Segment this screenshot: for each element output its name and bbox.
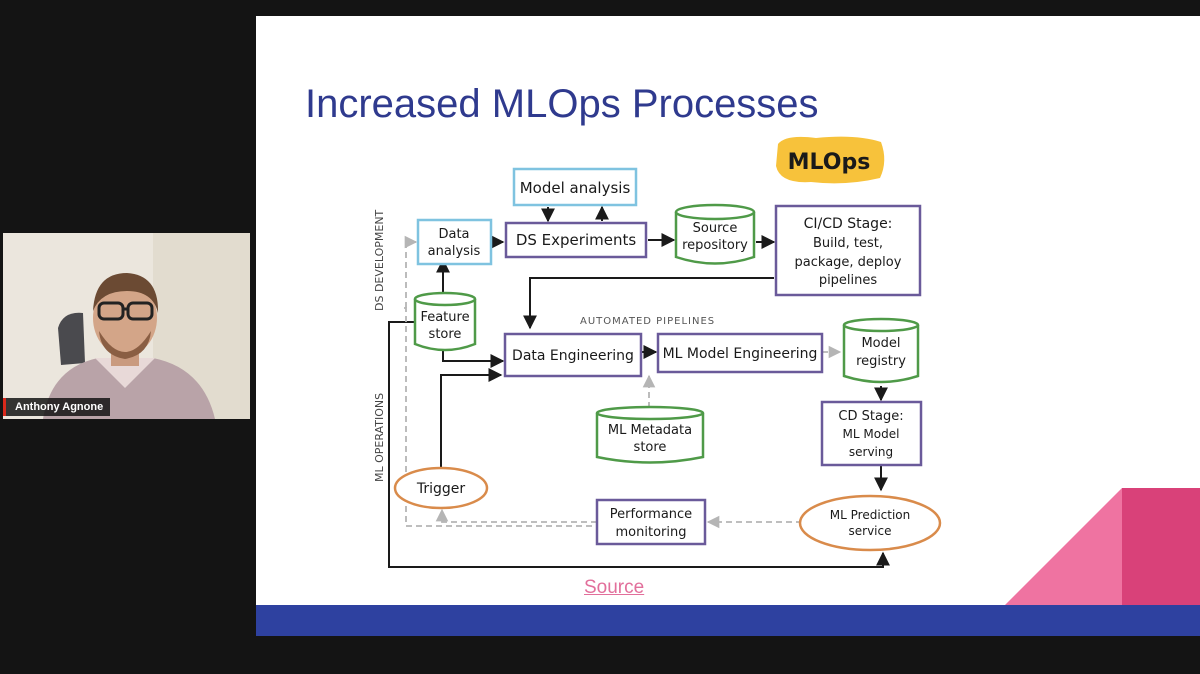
node-ds-experiments: DS Experiments	[504, 221, 648, 259]
svg-text:monitoring: monitoring	[616, 525, 687, 540]
svg-text:Feature: Feature	[420, 310, 469, 325]
svg-text:ML Model Engineering: ML Model Engineering	[663, 346, 818, 362]
svg-text:Performance: Performance	[610, 507, 692, 522]
svg-text:service: service	[849, 524, 892, 538]
node-source-repository: Source repository	[674, 203, 756, 265]
svg-text:package, deploy: package, deploy	[795, 255, 902, 270]
svg-text:Data Engineering: Data Engineering	[512, 348, 634, 364]
presentation-slide: Increased MLOps Processes MLOps DS DEVEL…	[256, 16, 1200, 636]
svg-text:registry: registry	[856, 354, 906, 369]
svg-text:store: store	[429, 327, 462, 342]
node-data-analysis: Data analysis	[416, 218, 493, 266]
source-link[interactable]: Source	[584, 577, 645, 598]
node-feature-store: Feature store	[413, 291, 477, 352]
slide-title: Increased MLOps Processes	[305, 82, 819, 126]
mlops-diagram: MLOps DS DEVELOPMENT ML OPERATIONS AUTOM…	[373, 136, 1200, 606]
svg-text:ML Metadata: ML Metadata	[608, 423, 692, 438]
svg-text:ML Prediction: ML Prediction	[830, 508, 910, 522]
diagram-connectors	[388, 205, 890, 568]
node-trigger: Trigger	[393, 466, 489, 510]
mlops-badge-label: MLOps	[788, 150, 871, 175]
node-cd-stage: CD Stage: ML Model serving	[820, 400, 923, 467]
diagram-dashed-connectors	[404, 235, 842, 529]
node-performance-monitoring: Performance monitoring	[595, 498, 707, 546]
node-data-engineering: Data Engineering	[503, 332, 643, 378]
corner-shape-dark	[1122, 488, 1200, 606]
automated-pipelines-label: AUTOMATED PIPELINES	[580, 316, 715, 327]
slide-footer-bar	[256, 605, 1200, 636]
participant-name-tag: Anthony Agnone	[3, 398, 111, 416]
svg-text:serving: serving	[849, 445, 893, 459]
participant-video-feed	[3, 233, 250, 419]
node-model-registry: Model registry	[842, 317, 920, 384]
svg-text:Build, test,: Build, test,	[813, 236, 883, 251]
svg-text:pipelines: pipelines	[819, 273, 878, 288]
svg-text:repository: repository	[682, 238, 748, 253]
node-cicd-stage: CI/CD Stage: Build, test, package, deplo…	[774, 204, 922, 297]
svg-text:analysis: analysis	[428, 244, 481, 259]
svg-text:CD Stage:: CD Stage:	[838, 409, 903, 424]
node-ml-metadata-store: ML Metadata store	[595, 405, 705, 464]
node-model-analysis: Model analysis	[512, 167, 638, 207]
svg-text:store: store	[634, 440, 667, 455]
svg-text:Trigger: Trigger	[416, 481, 466, 497]
lane-label-ds-development: DS DEVELOPMENT	[373, 209, 386, 311]
mlops-badge: MLOps	[776, 136, 885, 184]
svg-text:Source: Source	[693, 221, 738, 236]
svg-text:Data: Data	[438, 227, 469, 242]
svg-text:Model analysis: Model analysis	[520, 179, 631, 197]
svg-text:CI/CD Stage:: CI/CD Stage:	[804, 216, 893, 232]
svg-text:DS Experiments: DS Experiments	[516, 231, 637, 249]
lane-label-ml-operations: ML OPERATIONS	[373, 393, 386, 482]
node-ml-prediction-service: ML Prediction service	[798, 494, 942, 552]
svg-text:Model: Model	[861, 336, 900, 351]
node-ml-model-engineering: ML Model Engineering	[656, 332, 824, 374]
svg-text:ML Model: ML Model	[843, 427, 900, 441]
participant-video-tile[interactable]: Anthony Agnone	[3, 233, 250, 419]
